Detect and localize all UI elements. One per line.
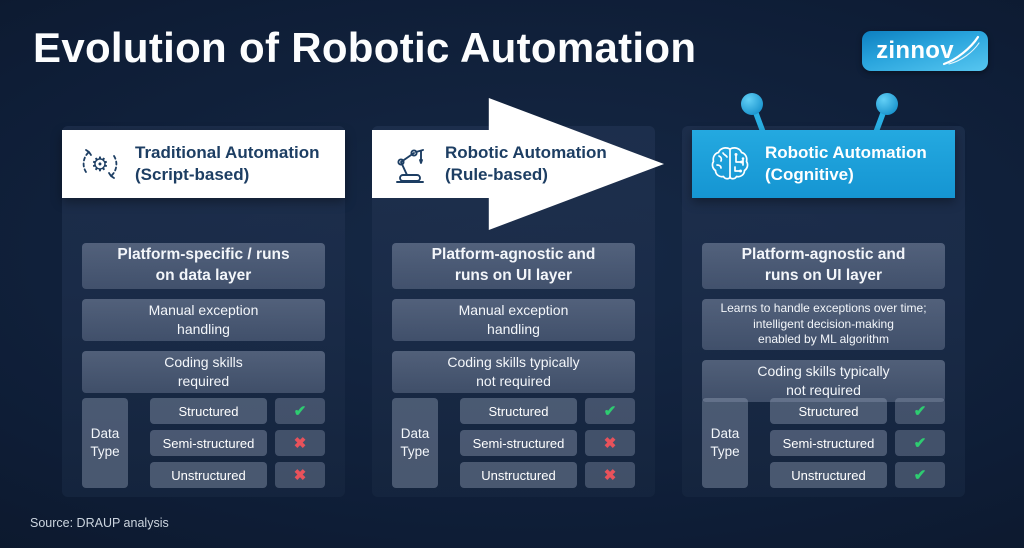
zinnov-logo-text: zinnov bbox=[876, 37, 954, 64]
robot-arm-icon bbox=[387, 141, 433, 187]
data-type-row: Structured ✔ bbox=[770, 398, 945, 424]
cross-icon: ✖ bbox=[585, 462, 635, 488]
data-type-label: Data Type bbox=[702, 398, 748, 488]
feature-box: Coding skills typically not required bbox=[702, 359, 945, 402]
feature-box: Coding skills required bbox=[82, 350, 325, 393]
header-robotic-automation-rule-based: Robotic Automation (Rule-based) bbox=[372, 98, 664, 230]
column-robotic-automation-cognitive: Robotic Automation (Cognitive) Platform-… bbox=[682, 93, 965, 497]
data-type-row: Semi-structured ✔ bbox=[770, 430, 945, 456]
data-type-row: Unstructured ✔ bbox=[770, 462, 945, 488]
data-type-row: Unstructured ✖ bbox=[460, 462, 635, 488]
header-traditional-automation: ⚙ Traditional Automation (Script-based) bbox=[62, 130, 345, 198]
data-type-table: Data Type Structured ✔ Semi-structured ✖… bbox=[392, 398, 635, 488]
data-type-name: Structured bbox=[150, 398, 267, 424]
header-title: Traditional Automation (Script-based) bbox=[135, 142, 320, 184]
data-type-name: Semi-structured bbox=[150, 430, 267, 456]
page-title: Evolution of Robotic Automation bbox=[33, 24, 697, 71]
feature-box: Learns to handle exceptions over time; i… bbox=[702, 299, 945, 350]
header-title: Robotic Automation (Rule-based) bbox=[445, 142, 607, 184]
data-type-name: Structured bbox=[770, 398, 887, 424]
brain-circuit-icon bbox=[707, 141, 753, 187]
data-type-name: Structured bbox=[460, 398, 577, 424]
cross-icon: ✖ bbox=[275, 462, 325, 488]
data-type-row: Structured ✔ bbox=[150, 398, 325, 424]
cross-icon: ✖ bbox=[275, 430, 325, 456]
data-type-row: Semi-structured ✖ bbox=[150, 430, 325, 456]
columns-container: ⚙ Traditional Automation (Script-based) … bbox=[62, 93, 965, 497]
data-type-row: Semi-structured ✖ bbox=[460, 430, 635, 456]
check-icon: ✔ bbox=[895, 430, 945, 456]
data-type-label: Data Type bbox=[392, 398, 438, 488]
data-type-row: Unstructured ✖ bbox=[150, 462, 325, 488]
feature-list: Platform-agnostic and runs on UI layer M… bbox=[392, 243, 635, 393]
column-robotic-automation-rule-based: Robotic Automation (Rule-based) Platform… bbox=[372, 98, 664, 497]
data-type-name: Unstructured bbox=[460, 462, 577, 488]
check-icon: ✔ bbox=[895, 398, 945, 424]
feature-list: Platform-agnostic and runs on UI layer L… bbox=[702, 243, 945, 402]
data-type-table: Data Type Structured ✔ Semi-structured ✔… bbox=[702, 398, 945, 488]
column-traditional-automation: ⚙ Traditional Automation (Script-based) … bbox=[62, 126, 345, 497]
data-type-name: Unstructured bbox=[150, 462, 267, 488]
check-icon: ✔ bbox=[275, 398, 325, 424]
data-type-name: Semi-structured bbox=[460, 430, 577, 456]
feature-box: Platform-specific / runs on data layer bbox=[82, 243, 325, 289]
source-note: Source: DRAUP analysis bbox=[30, 516, 169, 530]
data-type-row: Structured ✔ bbox=[460, 398, 635, 424]
robot-antenna-icons bbox=[741, 93, 898, 132]
data-type-label: Data Type bbox=[82, 398, 128, 488]
feature-box: Platform-agnostic and runs on UI layer bbox=[702, 243, 945, 289]
check-icon: ✔ bbox=[895, 462, 945, 488]
cross-icon: ✖ bbox=[585, 430, 635, 456]
check-icon: ✔ bbox=[585, 398, 635, 424]
svg-text:⚙: ⚙ bbox=[91, 154, 109, 176]
feature-box: Platform-agnostic and runs on UI layer bbox=[392, 243, 635, 289]
data-type-table: Data Type Structured ✔ Semi-structured ✖… bbox=[82, 398, 325, 488]
header-robotic-automation-cognitive: Robotic Automation (Cognitive) bbox=[692, 130, 955, 198]
feature-list: Platform-specific / runs on data layer M… bbox=[82, 243, 325, 393]
header-title: Robotic Automation (Cognitive) bbox=[765, 142, 927, 184]
feature-box: Manual exception handling bbox=[392, 299, 635, 341]
logo-swoosh-icon bbox=[942, 35, 980, 66]
data-type-name: Unstructured bbox=[770, 462, 887, 488]
gear-cycle-icon: ⚙ bbox=[77, 141, 123, 187]
feature-box: Coding skills typically not required bbox=[392, 350, 635, 393]
zinnov-logo: zinnov bbox=[862, 31, 988, 71]
data-type-name: Semi-structured bbox=[770, 430, 887, 456]
feature-box: Manual exception handling bbox=[82, 299, 325, 341]
